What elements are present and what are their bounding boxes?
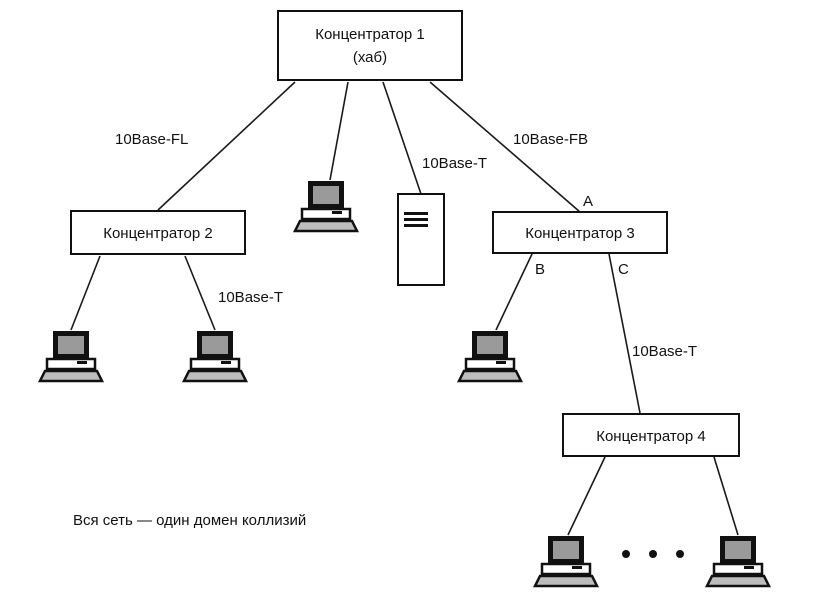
port-label-c: C [618,261,629,278]
computer-icon [293,179,359,233]
hub-3: Концентратор 3 [492,211,668,254]
link-label-hub3-hub4: 10Base-T [632,343,697,360]
hub-1: Концентратор 1 (хаб) [277,10,463,81]
port-label-a: A [583,193,593,210]
link-hub4-pc2 [713,456,739,536]
hub-4-label: Концентратор 4 [596,428,706,445]
computer-icon [182,329,248,383]
computer-icon [705,534,771,588]
hub-4: Концентратор 4 [562,413,740,457]
link-hub3-pc [495,253,533,331]
link-hub1-hub2 [157,81,296,211]
computer-icon [533,534,599,588]
hub-1-label: Концентратор 1 [315,26,425,43]
link-hub4-pc1 [567,456,606,536]
link-hub1-pc [329,81,349,181]
link-label-hub2-pc: 10Base-T [218,289,283,306]
ellipsis-dot [622,550,630,558]
link-hub3-hub4 [608,253,641,414]
hub-2: Концентратор 2 [70,210,246,255]
link-hub1-server [382,81,422,195]
ellipsis-dot [676,550,684,558]
link-label-hub1-hub3: 10Base-FB [513,131,588,148]
caption: Вся сеть — один домен коллизий [73,512,306,529]
link-hub1-hub3 [429,81,581,213]
link-hub2-pc2 [184,255,216,331]
server-icon [397,193,445,286]
hub-3-label: Концентратор 3 [525,225,635,242]
computer-icon [457,329,523,383]
ellipsis-dot [649,550,657,558]
hub-2-label: Концентратор 2 [103,225,213,242]
computer-icon [38,329,104,383]
link-hub2-pc1 [70,255,101,331]
port-label-b: B [535,261,545,278]
link-label-hub1-server: 10Base-T [422,155,487,172]
hub-1-sublabel: (хаб) [353,49,387,66]
link-label-hub1-hub2: 10Base-FL [115,131,188,148]
